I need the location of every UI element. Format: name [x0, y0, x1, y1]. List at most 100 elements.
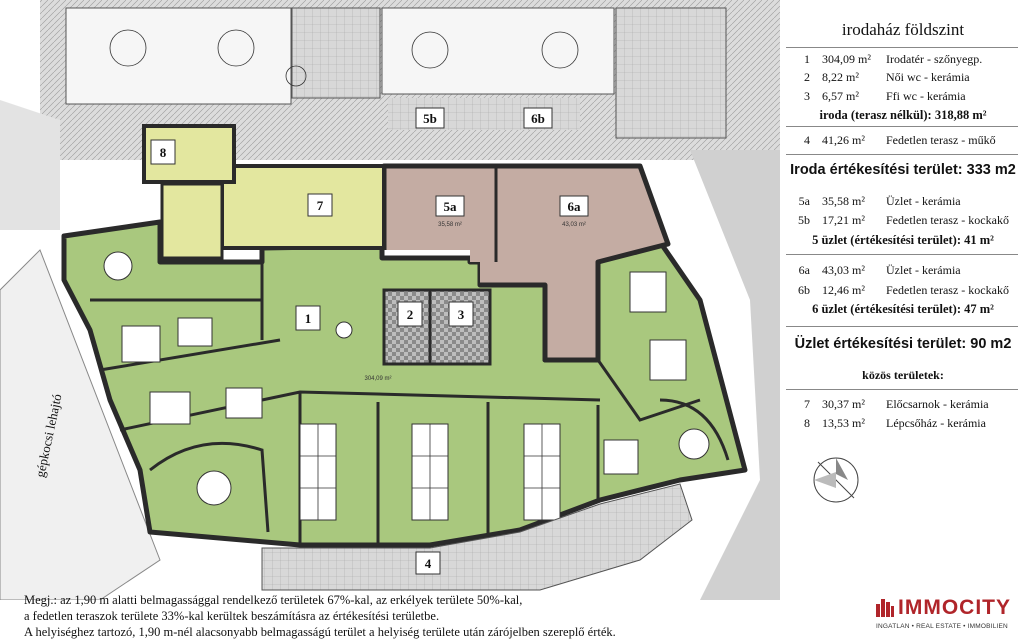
room-label-1: 1 [305, 311, 312, 326]
label-box-5b [415, 107, 445, 129]
legend-row-5a: 5a 35,58 m² Üzlet - kerámia [782, 194, 1024, 210]
landscape-left [0, 100, 60, 230]
immocity-logo: IMMOCITY INGATLAN • REAL ESTATE • IMMOBI… [872, 596, 1024, 637]
room-no: 3 [804, 89, 810, 103]
label-box-5a [435, 195, 465, 217]
footnote-line-2: a fedetlen teraszok területe 33%-kal ker… [24, 609, 440, 623]
desk-dividers [300, 424, 560, 520]
legend-row-7: 7 30,37 m² Előcsarnok - kerámia [782, 397, 1024, 413]
room-area: 6,57 m² [822, 89, 859, 103]
room-no: 5a [798, 194, 810, 208]
room-no: 2 [804, 70, 810, 84]
round-tables [103, 251, 710, 506]
landscape-right [690, 150, 780, 600]
legend-row-4: 4 41,26 m² Fedetlen terasz - műkő [782, 133, 1024, 149]
legend-row-6a: 6a 43,03 m² Üzlet - kerámia [782, 263, 1024, 279]
room-label-2: 2 [407, 307, 414, 322]
label-box-3 [448, 301, 474, 327]
logo-mark-icon [876, 599, 894, 617]
logo-tagline: INGATLAN • REAL ESTATE • IMMOBILIEN [876, 623, 1008, 630]
label-box-4 [415, 551, 441, 575]
legend-row-5b: 5b 17,21 m² Fedetlen terasz - kockakő [782, 213, 1024, 229]
legend-row-6b: 6b 12,46 m² Fedetlen terasz - kockakő [782, 283, 1024, 299]
room-area: 13,53 m² [822, 416, 865, 430]
wc-block [382, 288, 492, 366]
room-area: 41,26 m² [822, 133, 865, 147]
legend-row-8: 8 13,53 m² Lépcsőház - kerámia [782, 416, 1024, 432]
room-desc: Női wc - kerámia [886, 70, 970, 84]
room-desc: Fedetlen terasz - kockakő [886, 283, 1009, 297]
meeting-room-wall-right [659, 398, 730, 461]
area-legend: irodaház földszint 1 304,09 m² Irodatér … [782, 0, 1024, 600]
paving-strip-right [615, 7, 727, 139]
room-no: 1 [804, 52, 810, 66]
room-area: 12,46 m² [822, 283, 865, 297]
room-label-6a: 6a [568, 199, 582, 214]
shop5-total: 5 üzlet (értékesítési terület): 41 m² [812, 233, 994, 247]
label-box-7 [307, 193, 333, 217]
room-label-6b: 6b [531, 111, 545, 126]
divider [786, 254, 1018, 255]
shop-outline [381, 163, 671, 363]
common-areas-title: közös területek: [862, 368, 944, 382]
paving-strip [291, 7, 381, 99]
room-no: 4 [804, 133, 810, 147]
room-no: 5b [798, 213, 810, 227]
room-desc: Lépcsőház - kerámia [886, 416, 986, 430]
room-no: 8 [804, 416, 810, 430]
room-no: 6b [798, 283, 810, 297]
room-desc: Üzlet - kerámia [886, 263, 961, 277]
room-area: 8,22 m² [822, 70, 859, 84]
room-desc: Üzlet - kerámia [886, 194, 961, 208]
room-6a-shop [480, 166, 668, 360]
room-label-8: 8 [160, 145, 167, 160]
terrace-4 [261, 483, 693, 591]
shop-sales-total: Üzlet értékesítési terület: 90 m2 [794, 336, 1012, 352]
room-area-6a: 43,03 m² [562, 222, 586, 228]
logo-brand: IMMOCITY [898, 596, 1011, 619]
room-no: 7 [804, 397, 810, 411]
room-label-5b: 5b [423, 111, 437, 126]
footnote: Megj.: az 1,90 m alatti belmagassággal r… [24, 592, 704, 640]
divider [786, 389, 1018, 390]
room-area: 17,21 m² [822, 213, 865, 227]
meeting-room-wall [149, 441, 270, 533]
divider [786, 126, 1018, 127]
label-box-1 [295, 305, 321, 331]
room-desc: Előcsarnok - kerámia [886, 397, 989, 411]
north-arrow-icon [813, 457, 859, 503]
footnote-line-3: A helyiséghez tartozó, 1,90 m-nél alacso… [24, 625, 616, 639]
room-no: 6a [798, 263, 810, 277]
office-net-total: iroda (terasz nélkül): 318,88 m² [819, 108, 987, 122]
room-label-3: 3 [458, 307, 465, 322]
legend-row-2: 2 8,22 m² Női wc - kerámia [782, 70, 1024, 86]
office-sales-total: Iroda értékesítési terület: 333 m2 [790, 162, 1016, 178]
room-area-5a: 35,58 m² [438, 222, 462, 228]
label-box-6a [559, 195, 589, 217]
footnote-line-1: Megj.: az 1,90 m alatti belmagassággal r… [24, 593, 523, 607]
floor-plan: gépkocsi lehajtó 5b 6b 8 7 5a 35,58 m² 6… [0, 0, 780, 600]
garden-right [381, 7, 615, 95]
room-desc: Irodatér - szőnyegp. [886, 52, 983, 66]
label-box-6b [523, 107, 553, 129]
room-area-1: 304,09 m² [364, 376, 391, 382]
lift-area [160, 182, 224, 260]
legend-row-1: 1 304,09 m² Irodatér - szőnyegp. [782, 52, 1024, 68]
divider [786, 326, 1018, 327]
tree-icons [109, 29, 579, 87]
label-box-2 [397, 301, 423, 327]
room-desc: Ffi wc - kerámia [886, 89, 966, 103]
room-label-4: 4 [425, 556, 432, 571]
room-desc: Fedetlen terasz - kockakő [886, 213, 1009, 227]
room-area: 35,58 m² [822, 194, 865, 208]
room-area: 304,09 m² [822, 52, 871, 66]
ramp [0, 249, 161, 600]
garden-left [65, 7, 292, 105]
legend-title: irodaház földszint [841, 20, 965, 39]
room-area: 30,37 m² [822, 397, 865, 411]
divider [786, 154, 1018, 155]
legend-row-3: 3 6,57 m² Ffi wc - kerámia [782, 89, 1024, 105]
shop6-total: 6 üzlet (értékesítési terület): 47 m² [812, 302, 994, 316]
room-desc: Fedetlen terasz - műkő [886, 133, 996, 147]
divider [786, 47, 1018, 48]
